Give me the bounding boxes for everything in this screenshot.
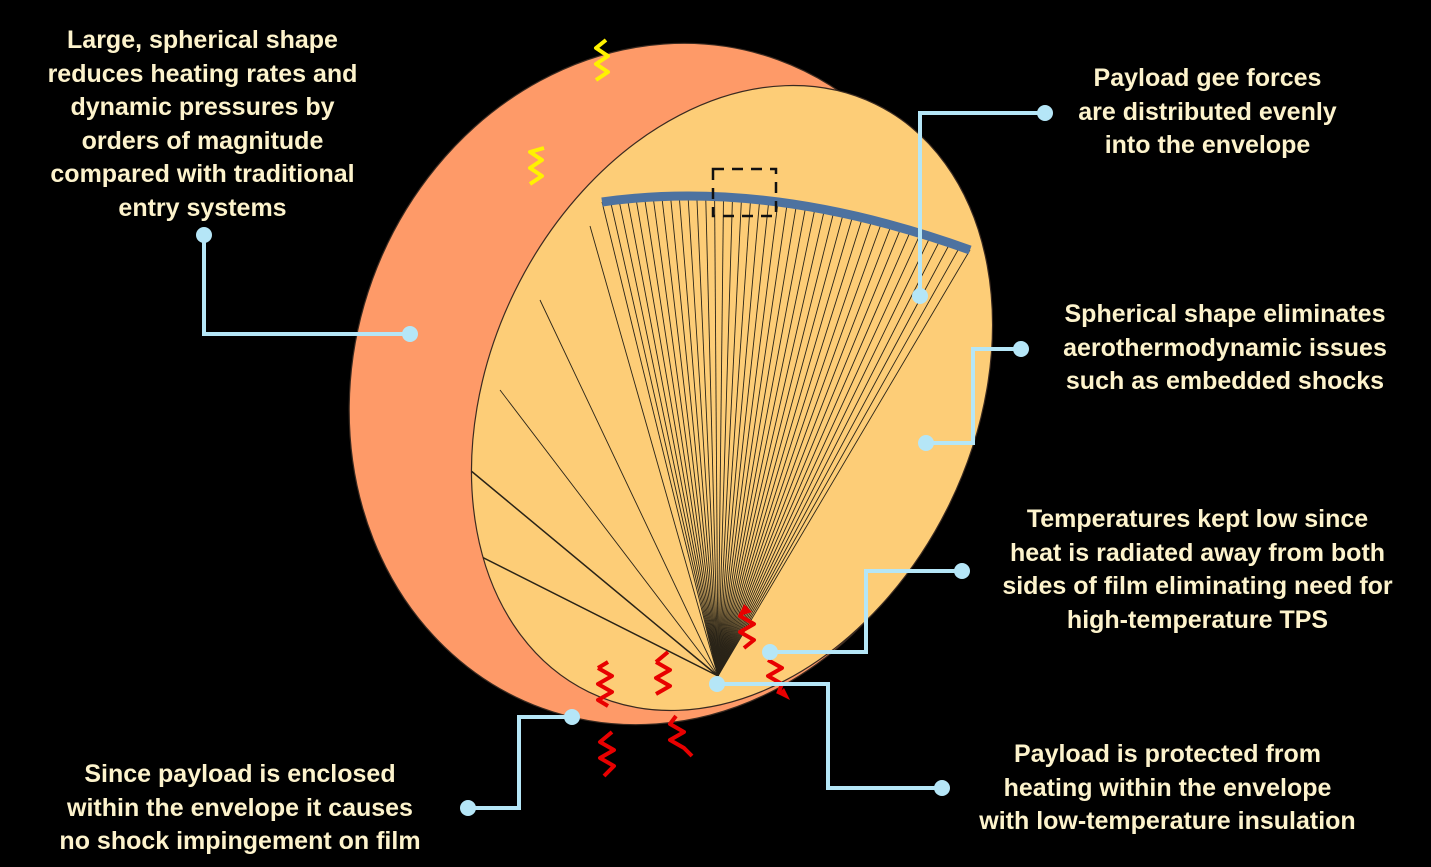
tether-line (589, 225, 719, 677)
red-squiggle-arrow-icon (766, 658, 790, 700)
tether-band (601, 191, 972, 255)
callout-label-large-sphere: Large, spherical shape reduces heating r… (47, 26, 358, 222)
tether-line (670, 196, 719, 677)
tether-fan (457, 195, 971, 677)
callout-dot-icon (1037, 105, 1053, 121)
tether-line (539, 299, 719, 677)
tether-line (717, 198, 742, 677)
tether-line (717, 236, 931, 677)
tether-line (717, 222, 883, 677)
callout-label-spherical-shape: Spherical shape eliminates aerothermodyn… (1063, 300, 1387, 395)
red-squiggle-arrow-icon (654, 650, 672, 696)
callout-dot-icon (912, 288, 928, 304)
tether-line (717, 242, 951, 677)
tether-line (717, 217, 863, 677)
tether-line (717, 249, 971, 677)
tether-line (717, 219, 873, 677)
callout-dot-icon (196, 227, 212, 243)
callout-line-temperatures (770, 569, 962, 654)
tether-line (717, 211, 835, 677)
tether-line (717, 206, 807, 677)
tether-line (717, 215, 854, 677)
tether-line (717, 239, 941, 677)
tether-line (601, 201, 719, 677)
tether-line (635, 198, 719, 677)
tether-line (661, 196, 719, 677)
callout-label-payload-enclosed: Since payload is enclosed within the env… (59, 760, 421, 855)
callout-line-gee-forces (918, 111, 1045, 296)
tether-line (717, 197, 733, 677)
detail-dashed-box (711, 167, 778, 218)
callout-dot-icon (934, 780, 950, 796)
red-squiggle-arrow-icon (668, 714, 694, 758)
callout-dot-icon (918, 435, 934, 451)
tether-line (499, 389, 719, 677)
callout-line-large-sphere (202, 235, 410, 336)
tether-line (717, 198, 752, 677)
tether-line (717, 204, 797, 677)
callout-dot-icon (1013, 341, 1029, 357)
callout-dot-icon (709, 676, 725, 692)
tether-line (705, 196, 719, 677)
callout-dot-icon (954, 563, 970, 579)
tether-line (618, 199, 719, 677)
callout-dot-icon (762, 644, 778, 660)
callout-line-spherical (926, 347, 1021, 445)
tether-line (696, 196, 719, 677)
tether-line (626, 198, 719, 677)
tether-line (717, 209, 825, 677)
tether-line (717, 203, 788, 677)
tether-line (609, 200, 719, 677)
callout-label-temperatures: Temperatures kept low since heat is radi… (1002, 505, 1393, 634)
tether-line (717, 246, 961, 677)
callout-line-protected (717, 682, 942, 790)
tether-line (717, 199, 761, 677)
tether-line (652, 196, 719, 677)
callout-label-payload-protected: Payload is protected from heating within… (979, 740, 1356, 835)
red-squiggle-arrow-icon (596, 660, 614, 708)
red-squiggle-arrow-icon (598, 730, 616, 778)
red-squiggle-arrow-icon (738, 604, 756, 650)
tether-line (714, 196, 719, 677)
yellow-squiggle-arrow-icon (594, 38, 610, 82)
tether-line (717, 213, 844, 677)
tether-line (717, 201, 779, 677)
callout-line-enclosed (468, 715, 572, 810)
callout-dot-icon (402, 326, 418, 342)
tether-line (644, 197, 719, 677)
tether-line (717, 207, 816, 677)
tether-line (717, 196, 724, 677)
tether-line (678, 196, 719, 677)
callout-dot-icon (460, 800, 476, 816)
tether-line (717, 233, 921, 677)
callout-dot-icon (564, 709, 580, 725)
tether-line (717, 200, 770, 677)
tether-line (717, 230, 912, 677)
tether-line (687, 195, 719, 677)
tether-line (717, 227, 902, 677)
yellow-squiggle-arrow-icon (528, 146, 545, 186)
tether-line (717, 224, 892, 677)
callout-label-gee-forces: Payload gee forces are distributed evenl… (1078, 64, 1337, 159)
